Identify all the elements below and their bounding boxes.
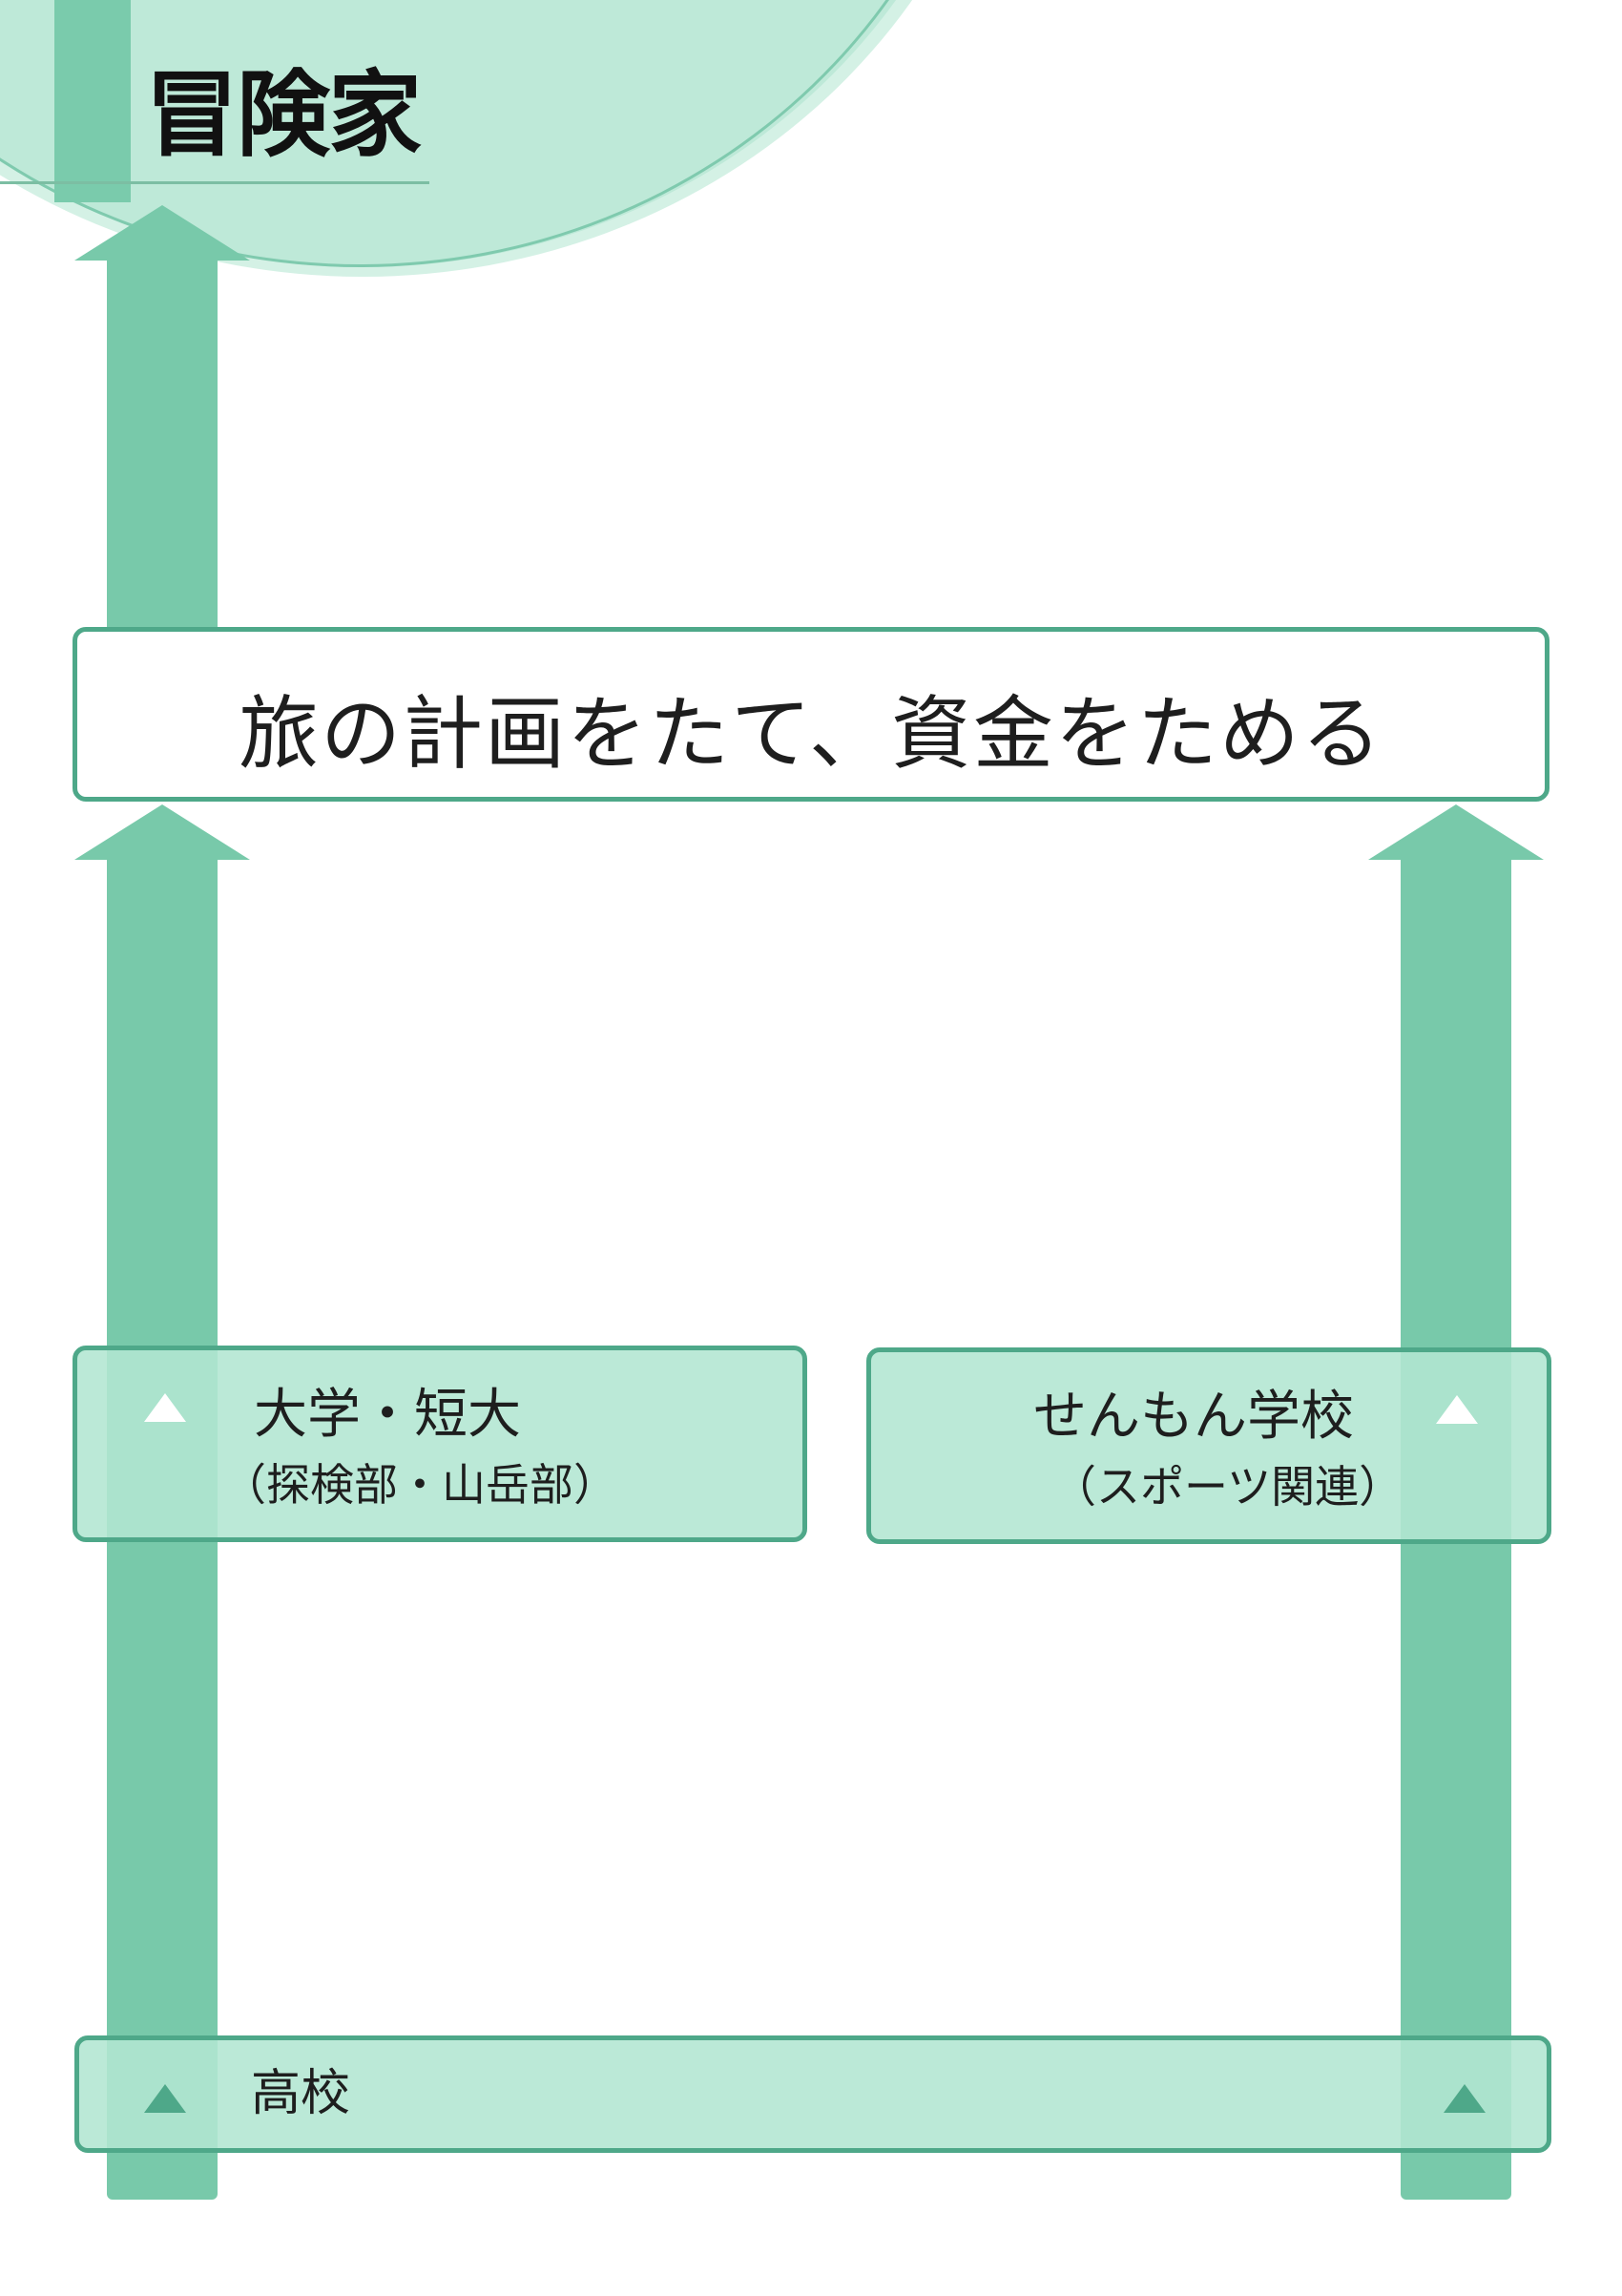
step-senmon-box: せんもん学校 （スポーツ関連） [866, 1347, 1551, 1544]
step-plan-label: 旅の計画をたて、資金をためる [239, 687, 1383, 781]
step-university-label: 大学・短大 [254, 1384, 521, 1446]
title-accent-bar [54, 0, 131, 202]
step-university-sublabel: （探検部・山岳部） [222, 1459, 617, 1511]
step-senmon-sublabel: （スポーツ関連） [1052, 1461, 1404, 1513]
step-plan-box: 旅の計画をたて、資金をためる [73, 627, 1549, 802]
triangle-up-icon [144, 2084, 186, 2113]
page-title: 冒険家 [145, 60, 422, 170]
step-highschool-box: 高校 [74, 2035, 1551, 2153]
triangle-up-icon [1436, 1395, 1478, 1424]
triangle-up-icon [144, 1393, 186, 1422]
triangle-up-icon [1444, 2084, 1486, 2113]
title-underline [0, 181, 429, 184]
step-senmon-label: せんもん学校 [1033, 1386, 1354, 1448]
step-highschool-label: 高校 [251, 2065, 351, 2122]
step-university-box: 大学・短大 （探検部・山岳部） [73, 1346, 807, 1542]
